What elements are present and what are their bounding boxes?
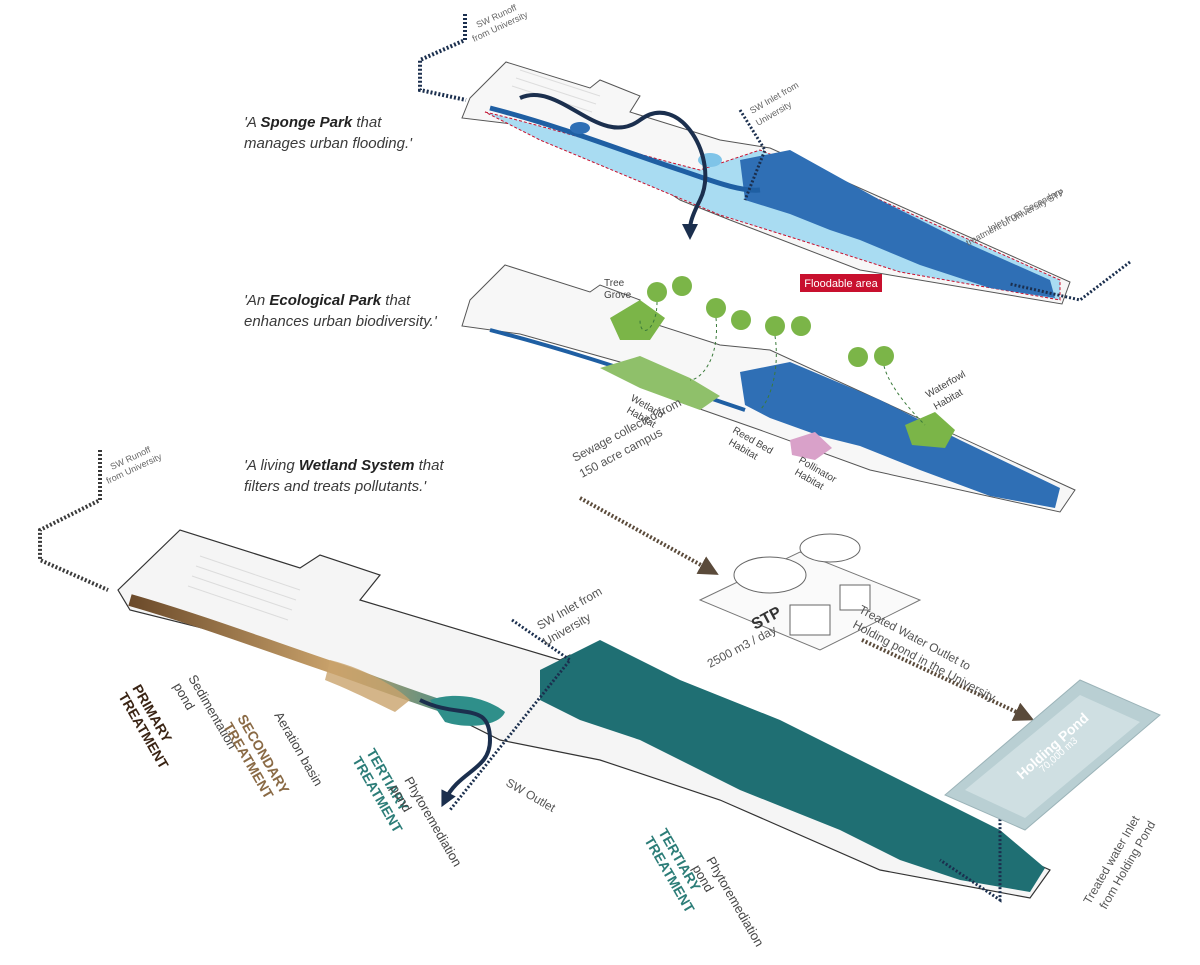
treated-outlet-2: Holding pond in the University bbox=[851, 617, 998, 704]
wetland-flow-arrow bbox=[419, 698, 493, 808]
stp-building-1 bbox=[789, 604, 831, 636]
sponge-pond-1 bbox=[570, 122, 590, 134]
caption-sponge-bold: Sponge Park bbox=[260, 114, 353, 131]
caption-wet-pre: 'A living bbox=[244, 457, 299, 474]
stp-building-2 bbox=[839, 584, 871, 611]
sponge-secondary-dotted bbox=[1009, 260, 1131, 302]
floodable-area-label: Floodable area bbox=[804, 278, 878, 290]
ecological-park-panel: Tree Grove Wetland Habitat Reed Bed Habi… bbox=[461, 264, 1076, 513]
caption-sponge-park: 'A Sponge Park that manages urban floodi… bbox=[244, 112, 412, 154]
tertiary-sub-1: Phytoremediation bbox=[401, 774, 465, 869]
habitat-species-icons bbox=[639, 276, 926, 426]
eco-waterfowl-habitat bbox=[905, 412, 955, 448]
caption-eco-pre: 'An bbox=[244, 292, 270, 309]
caption-wet-post: that bbox=[414, 457, 444, 474]
sw-outlet: SW Outlet bbox=[504, 775, 559, 815]
caption-wet-bold: Wetland System bbox=[298, 457, 415, 474]
sponge-flow-arrow bbox=[519, 93, 708, 240]
caption-wetland-system: 'A living Wetland System that filters an… bbox=[244, 455, 444, 497]
sponge-stream bbox=[489, 105, 761, 193]
caption-eco-post: that bbox=[381, 292, 411, 309]
dragonfly-icon bbox=[765, 316, 785, 336]
caption-sponge-pre: 'A bbox=[244, 114, 261, 131]
caption-sponge-post: that bbox=[352, 114, 382, 131]
stp-plant bbox=[698, 533, 922, 651]
holding-pond-inner bbox=[965, 695, 1140, 818]
caption-eco-bold: Ecological Park bbox=[269, 292, 382, 309]
floodable-area-badge: Floodable area bbox=[800, 274, 882, 292]
frog-icon bbox=[706, 298, 726, 318]
duck-icon bbox=[672, 276, 692, 296]
tree-grove-2: Grove bbox=[604, 290, 632, 301]
stp-tank-1 bbox=[733, 556, 807, 594]
tree-grove-1: Tree bbox=[604, 278, 625, 289]
eco-main-lake bbox=[740, 362, 1060, 508]
caption-wet-line2: filters and treats pollutants.' bbox=[244, 478, 427, 495]
tertiary-main-pond bbox=[540, 640, 1045, 892]
treated-outlet-dotted bbox=[861, 638, 1035, 721]
sponge-main-lake bbox=[740, 150, 1055, 298]
sewage-dotted-arrow bbox=[579, 496, 719, 575]
caption-ecological-park: 'An Ecological Park that enhances urban … bbox=[244, 290, 437, 332]
holding-pond bbox=[944, 679, 1161, 831]
wetland-parking-hatch bbox=[187, 555, 301, 621]
wetland-runoff-dotted bbox=[38, 450, 109, 592]
bird-icon bbox=[647, 282, 667, 302]
eco-pollinator-habitat bbox=[790, 432, 832, 460]
eco-tree-grove bbox=[610, 300, 665, 340]
caption-eco-line2: enhances urban biodiversity.' bbox=[244, 313, 437, 330]
heron-icon bbox=[874, 346, 894, 366]
aeration-basin bbox=[325, 660, 410, 712]
eco-wetland-habitat bbox=[600, 356, 720, 410]
treated-inlet-dotted bbox=[939, 758, 1091, 903]
top-inlet-secondary-2: treatment of University STP bbox=[964, 187, 1066, 247]
sponge-park-panel: SW Runoff from University SW Inlet from … bbox=[418, 2, 1131, 305]
tertiary2-sub-1: Phytoremediation bbox=[703, 854, 767, 949]
frog-icon-2 bbox=[731, 310, 751, 330]
stp-tank-2 bbox=[799, 533, 861, 563]
caption-sponge-line2: manages urban flooding.' bbox=[244, 135, 412, 152]
butterfly-icon bbox=[791, 316, 811, 336]
duck-icon-2 bbox=[848, 347, 868, 367]
sponge-runoff-dotted bbox=[418, 14, 467, 102]
stp-capacity: 2500 m3 / day bbox=[705, 623, 779, 671]
